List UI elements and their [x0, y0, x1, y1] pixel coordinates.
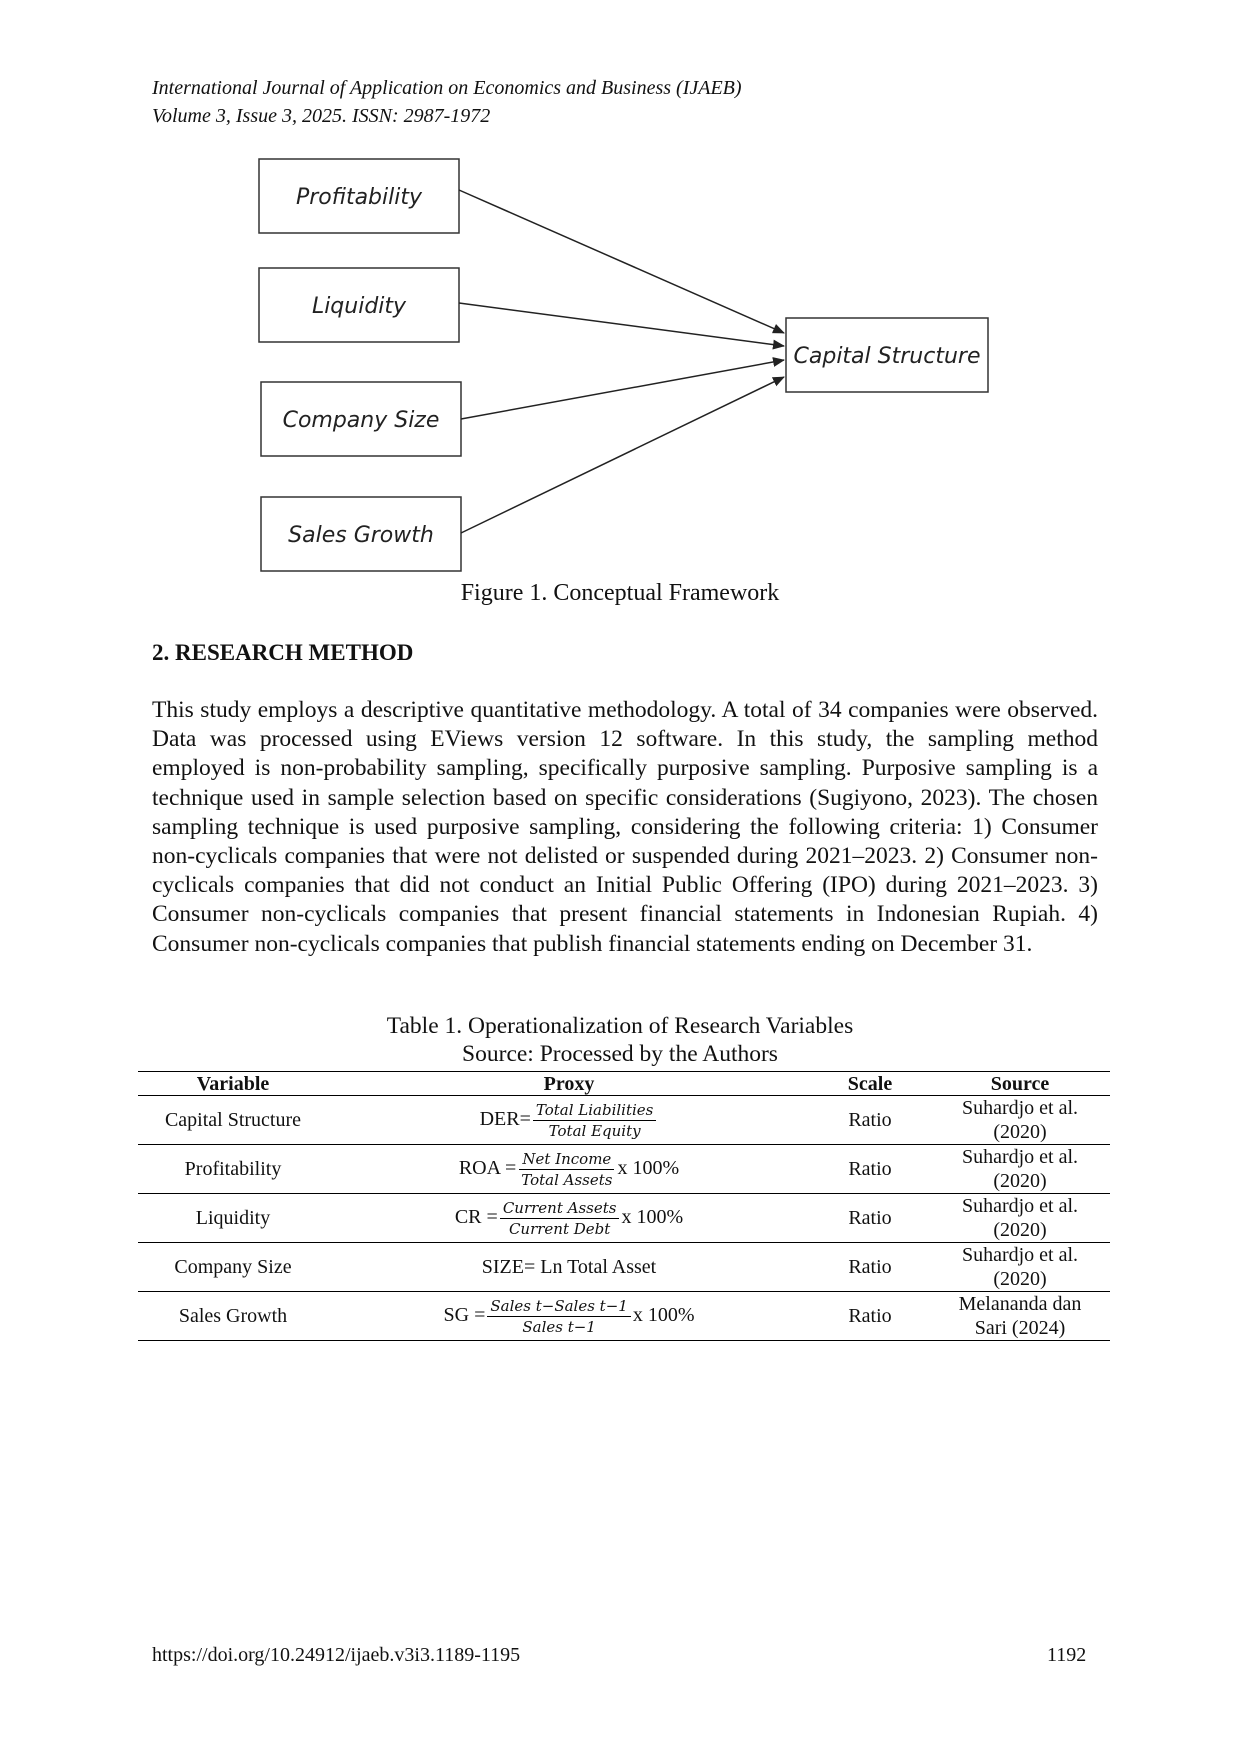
variable-cell: Profitability — [138, 1144, 328, 1194]
liquidity-box — [258, 267, 460, 343]
body-paragraph: This study employs a descriptive quantit… — [152, 697, 1098, 957]
proxy-cell: SIZE= Ln Total Asset — [328, 1242, 810, 1292]
proxy-prefix: CR = — [454, 1205, 498, 1228]
arrow-profitability-to-capital-structure — [458, 189, 785, 334]
source-year: Sari (2024) — [974, 1317, 1066, 1339]
profitability-label: Profitability — [296, 185, 423, 210]
arrow-sales-growth-to-capital-structure — [460, 376, 785, 534]
formula-denominator: Total Equity — [548, 1121, 641, 1140]
journal-title: International Journal of Application on … — [152, 77, 742, 99]
source-line: Suhardjo et al. — [961, 1244, 1079, 1266]
formula-numerator: Current Assets — [499, 1198, 620, 1219]
sales-growth-label: Sales Growth — [288, 523, 434, 548]
table-row: Company Size SIZE= Ln Total Asset Ratio … — [138, 1242, 1110, 1292]
company-size-label: Company Size — [283, 408, 440, 433]
source-year: (2020) — [993, 1268, 1047, 1290]
source-line: Suhardjo et al. — [961, 1097, 1079, 1119]
journal-volume: Volume 3, Issue 3, 2025. ISSN: 2987-1972 — [152, 105, 491, 127]
capital-structure-label: Capital Structure — [794, 344, 981, 369]
formula-denominator: Sales t−1 — [522, 1317, 596, 1336]
source-cell: Suhardjo et al. (2020) — [930, 1095, 1110, 1145]
scale-cell: Ratio — [810, 1095, 930, 1145]
header-proxy: Proxy — [328, 1071, 810, 1096]
source-cell: Suhardjo et al. (2020) — [930, 1144, 1110, 1194]
scale-cell: Ratio — [810, 1144, 930, 1194]
source-cell: Melananda dan Sari (2024) — [930, 1291, 1110, 1341]
formula-numerator: Total Liabilities — [532, 1100, 657, 1121]
proxy-prefix: ROA = — [458, 1156, 517, 1179]
source-cell: Suhardjo et al. (2020) — [930, 1193, 1110, 1243]
table-caption: Table 1. Operationalization of Research … — [0, 1012, 1240, 1068]
sales-growth-box — [260, 496, 462, 572]
header-variable: Variable — [138, 1071, 328, 1096]
variables-table: Variable Proxy Scale Source Capital Stru… — [138, 1071, 1110, 1341]
proxy-suffix: x 100% — [632, 1303, 695, 1326]
doi-link[interactable]: https://doi.org/10.24912/ijaeb.v3i3.1189… — [152, 1644, 521, 1666]
journal-header: International Journal of Application on … — [152, 74, 742, 130]
variable-cell: Sales Growth — [138, 1291, 328, 1341]
figure-caption: Figure 1. Conceptual Framework — [460, 580, 780, 606]
source-line: Melananda dan — [958, 1293, 1082, 1315]
formula-denominator: Total Assets — [521, 1170, 613, 1189]
proxy-prefix: SG = — [443, 1303, 486, 1326]
source-year: (2020) — [993, 1121, 1047, 1143]
liquidity-label: Liquidity — [312, 294, 407, 319]
variable-cell: Liquidity — [138, 1193, 328, 1243]
scale-cell: Ratio — [810, 1193, 930, 1243]
company-size-box — [260, 381, 462, 457]
variable-cell: Company Size — [138, 1242, 328, 1292]
source-line: Suhardjo et al. — [961, 1195, 1079, 1217]
section-heading: 2. RESEARCH METHOD — [152, 640, 414, 665]
source-year: (2020) — [993, 1219, 1047, 1241]
formula-denominator: Current Debt — [508, 1219, 611, 1238]
table-title: Table 1. Operationalization of Research … — [386, 1013, 854, 1039]
arrow-liquidity-to-capital-structure — [458, 302, 785, 350]
variable-cell: Capital Structure — [138, 1095, 328, 1145]
capital-structure-box — [785, 317, 989, 393]
header-source: Source — [930, 1071, 1110, 1096]
proxy-suffix: x 100% — [621, 1205, 684, 1228]
formula-numerator: Net Income — [519, 1149, 615, 1170]
profitability-box — [258, 158, 460, 234]
page-number: 1192 — [1047, 1644, 1087, 1666]
formula-numerator: Sales t−Sales t−1 — [487, 1296, 631, 1317]
header-scale: Scale — [810, 1071, 930, 1096]
proxy-suffix: x 100% — [617, 1156, 680, 1179]
table-header-row: Variable Proxy Scale Source — [138, 1071, 1110, 1096]
scale-cell: Ratio — [810, 1291, 930, 1341]
table-source: Source: Processed by the Authors — [462, 1041, 778, 1067]
conceptual-framework-diagram: Profitability Liquidity Company Size Sal… — [258, 158, 989, 572]
arrow-company-size-to-capital-structure — [460, 357, 785, 420]
source-year: (2020) — [993, 1170, 1047, 1192]
proxy-prefix: DER= — [479, 1107, 531, 1130]
scale-cell: Ratio — [810, 1242, 930, 1292]
source-line: Suhardjo et al. — [961, 1146, 1079, 1168]
source-cell: Suhardjo et al. (2020) — [930, 1242, 1110, 1292]
